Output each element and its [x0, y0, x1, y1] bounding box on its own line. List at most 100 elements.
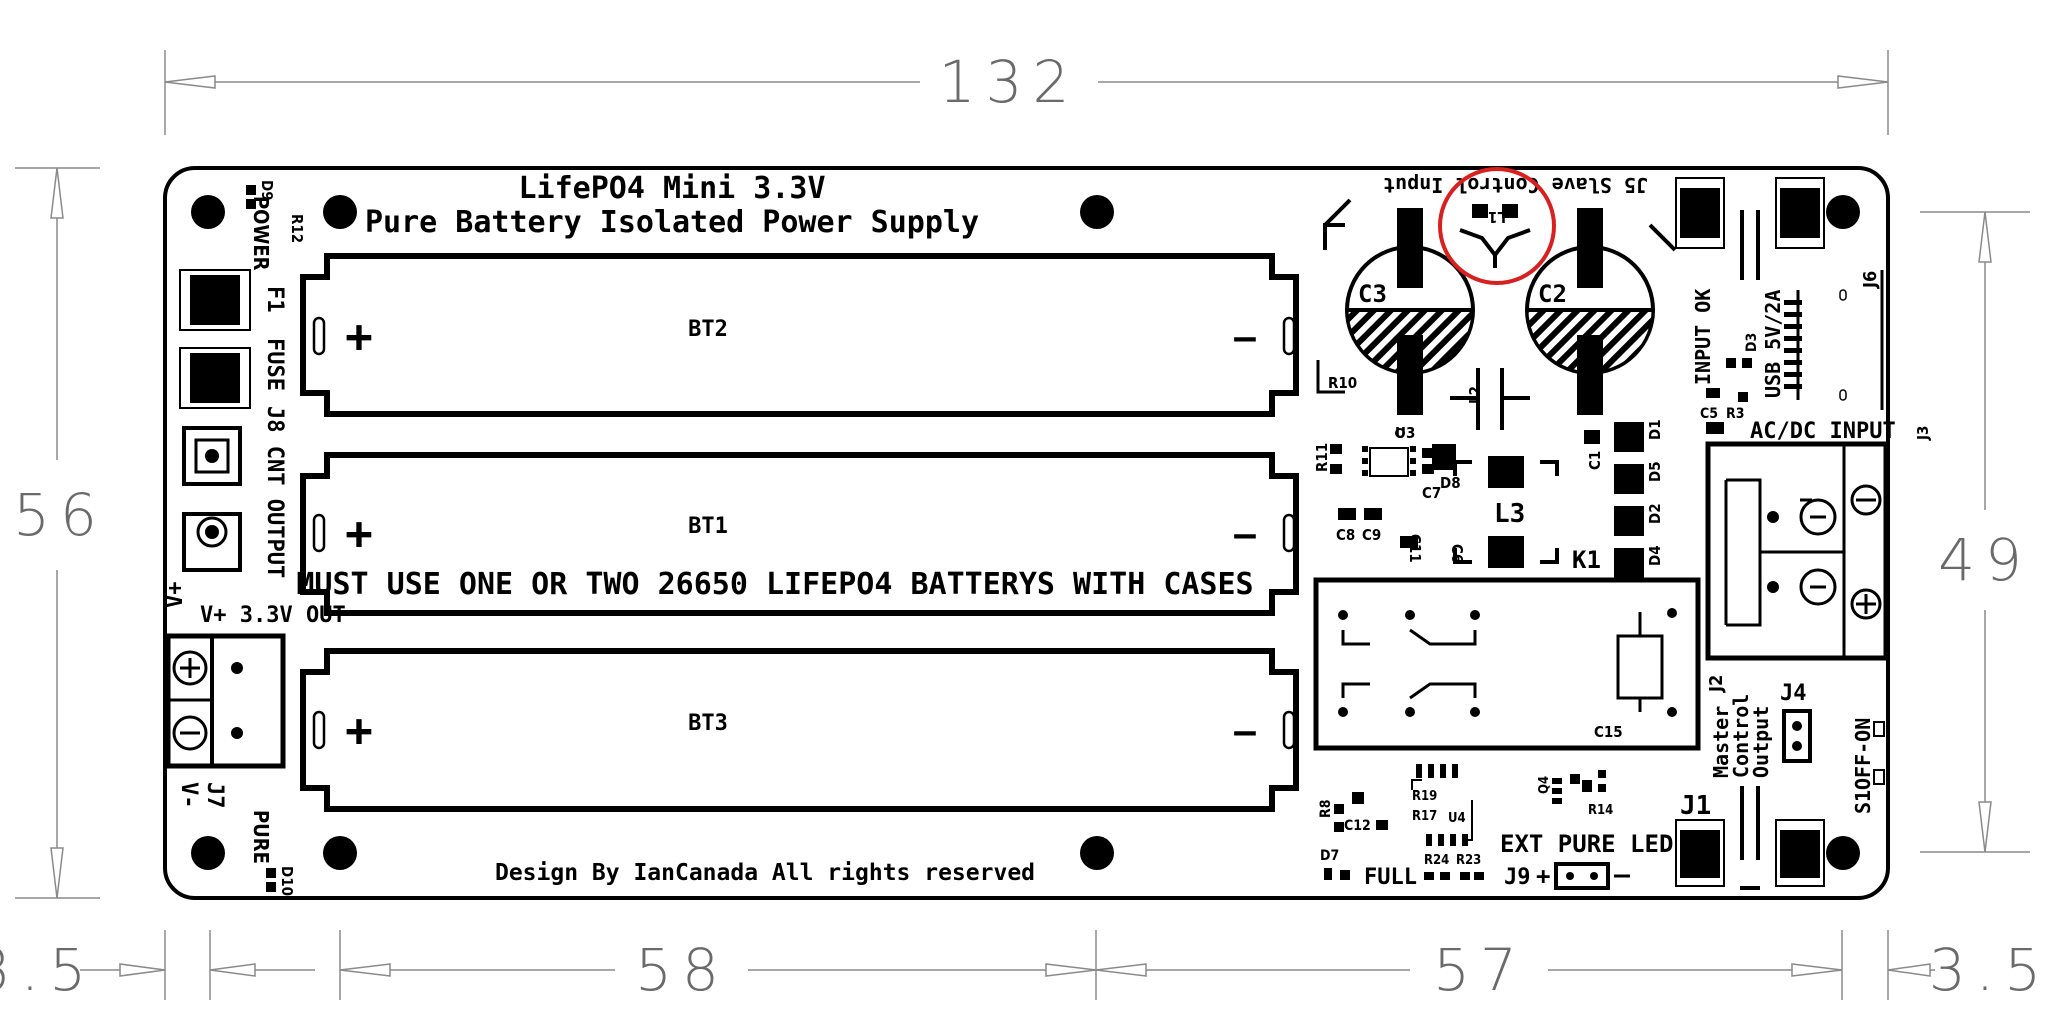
battery-bt3-plus: + — [345, 703, 373, 757]
board-subtitle: Pure Battery Isolated Power Supply — [365, 205, 979, 240]
diodes-d1-d5-d2-d4: C1 D1 D5 D2 D4 — [1584, 419, 1664, 578]
label-off-on: OFF-ON — [1851, 718, 1875, 790]
dim-bottom-left-margin: 3.5 — [0, 936, 96, 1004]
highlight-circle — [1438, 167, 1556, 285]
label-j7: J7 — [202, 782, 227, 809]
label-d4: D4 — [1646, 545, 1664, 566]
label-c1: C1 — [1586, 451, 1604, 470]
label-output: Output — [1749, 706, 1773, 778]
inductor-l2: L2 — [1450, 368, 1530, 430]
resistor-r10: R10 — [1316, 360, 1357, 394]
connector-j1: J1 — [1675, 786, 1825, 890]
label-r14: R14 — [1588, 803, 1613, 818]
label-r19: R19 — [1412, 789, 1437, 804]
label-j9: J9 — [1504, 865, 1531, 890]
label-j3: J3 — [1914, 426, 1932, 441]
label-c8: C8 — [1336, 526, 1355, 544]
label-master: Master — [1709, 706, 1733, 778]
label-d3: D3 — [1744, 333, 1760, 352]
battery-slots — [312, 316, 1296, 750]
label-3v3-out: V+ 3.3V OUT — [200, 603, 346, 628]
label-d5: D5 — [1646, 461, 1664, 482]
label-j4: J4 — [1780, 681, 1807, 706]
capacitor-c3: C3 — [1323, 198, 1475, 415]
full-led-section: R8 C12 D7 FULL — [1318, 792, 1417, 890]
label-d8: D8 — [1440, 474, 1461, 492]
battery-bt2-minus: — — [1234, 317, 1256, 358]
label-c9: C9 — [1362, 526, 1381, 544]
label-v-minus: V- — [176, 782, 201, 809]
dim-right: 49 — [1938, 526, 2032, 594]
label-j5: J5 Slave Control Input — [1383, 173, 1648, 197]
inductor-l1: L1 — [1459, 204, 1531, 268]
label-acdc: AC/DC INPUT — [1750, 419, 1896, 444]
label-c11: C11 — [1406, 534, 1424, 563]
label-d10: D10 — [278, 866, 296, 896]
label-r12: R12 — [288, 214, 306, 243]
label-r8: R8 — [1318, 800, 1334, 818]
connector-j7: V+ V+ 3.3V OUT V- J7 — [163, 582, 346, 809]
label-pure: PURE — [249, 810, 273, 864]
label-c5: C5 — [1700, 406, 1718, 422]
label-j1: J1 — [1680, 791, 1711, 821]
label-l1: L1 — [1488, 208, 1506, 226]
battery-bt1: BT1 — [688, 514, 728, 539]
label-control: Control — [1729, 694, 1753, 778]
battery-labels: BT2 BT1 BT3 + + + — — — — [345, 309, 1256, 757]
label-j9-plus: + — [1536, 862, 1550, 890]
label-f1: F1 — [262, 286, 287, 313]
label-d9: D9 — [258, 180, 276, 201]
fuse-f1: F1 FUSE — [179, 269, 287, 409]
inductor-l3: L3 K1 — [1453, 456, 1601, 574]
label-s1: S1 — [1851, 790, 1875, 814]
label-j6: J6 — [1860, 271, 1881, 289]
dimension-lines — [15, 50, 2030, 1000]
battery-warning: MUST USE ONE OR TWO 26650 LIFEPO4 BATTER… — [296, 567, 1253, 602]
dim-top: 132 — [939, 48, 1080, 116]
battery-bt1-minus: — — [1234, 514, 1256, 555]
battery-bt2: BT2 — [688, 317, 728, 342]
connector-j8: J8 CNT OUTPUT — [182, 406, 287, 578]
acdc-input-j3: AC/DC INPUT J3 — [1705, 419, 1932, 661]
label-r3: R3 — [1726, 406, 1744, 422]
label-u3: U3 — [1395, 424, 1415, 442]
label-l3: L3 — [1494, 499, 1525, 529]
label-fuse: FUSE — [262, 338, 287, 391]
label-c7: C7 — [1422, 484, 1441, 502]
label-j8-cnt-output: J8 CNT OUTPUT — [262, 406, 287, 578]
j5-slave-control-input: J5 Slave Control Input — [1383, 173, 1648, 197]
label-u4: U4 — [1448, 811, 1466, 826]
label-input-ok: INPUT OK — [1691, 289, 1715, 385]
label-usb: USB 5V/2A — [1761, 290, 1785, 398]
label-full: FULL — [1364, 865, 1417, 890]
master-control-output: J2 Master Control Output J4 OFF-ON S1 — [1706, 675, 1885, 814]
capacitor-c2: C2 — [1525, 208, 1677, 415]
label-c12: C12 — [1344, 818, 1371, 834]
battery-bt3-minus: — — [1234, 711, 1256, 752]
pure-led-d10: PURE D10 — [249, 810, 296, 896]
label-v-plus: V+ — [163, 582, 188, 609]
label-c3: C3 — [1358, 280, 1387, 308]
battery-bt3: BT3 — [688, 711, 728, 736]
regulator-u3: U3 R11 C7 D8 C8 C9 C11 C6 — [1313, 424, 1466, 563]
label-q4: Q4 — [1537, 776, 1552, 794]
ic-u4: R19 R17 U4 R24 R23 — [1411, 764, 1484, 880]
ext-pure-led-j9: Q4 R14 EXT PURE LED J9 + — [1500, 770, 1673, 890]
label-ext-pure-led: EXT PURE LED — [1500, 830, 1673, 858]
label-d7: D7 — [1320, 848, 1339, 864]
label-r10: R10 — [1328, 374, 1357, 392]
label-d1: D1 — [1646, 419, 1664, 440]
power-led-d9: D9 POWER R12 — [246, 180, 306, 271]
battery-bt1-plus: + — [345, 506, 373, 560]
label-d2: D2 — [1646, 503, 1664, 524]
label-c2: C2 — [1538, 280, 1567, 308]
relay-c15: C15 — [1313, 577, 1701, 751]
dim-bottom-mid-left: 58 — [635, 936, 729, 1004]
label-r17: R17 — [1412, 809, 1437, 824]
label-power: POWER — [249, 196, 273, 271]
dim-bottom-mid-right: 57 — [1433, 936, 1527, 1004]
label-r23: R23 — [1456, 853, 1481, 868]
board-title: LifePO4 Mini 3.3V — [518, 171, 825, 206]
mounting-holes — [191, 195, 1860, 870]
